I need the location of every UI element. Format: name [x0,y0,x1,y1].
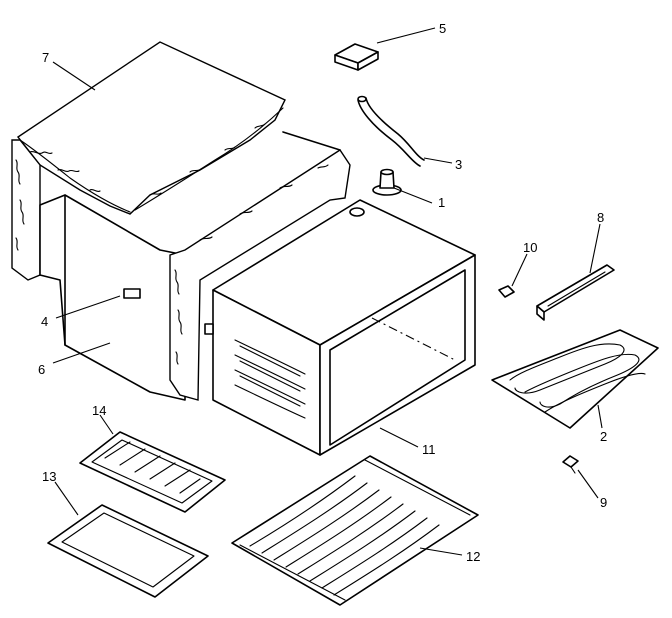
part-2-bake-element [491,329,659,429]
callout-2: 2 [600,429,607,444]
part-8-bracket [536,264,615,321]
callout-9: 9 [600,495,607,510]
callout-4: 4 [41,314,48,329]
leader-lines [52,27,603,556]
callout-14: 14 [92,403,106,418]
part-5-block [334,43,379,71]
callout-8: 8 [597,210,604,225]
callout-3: 3 [455,157,462,172]
callout-6: 6 [38,362,45,377]
part-7-top-insulation [16,41,286,215]
callout-1: 1 [438,195,445,210]
callout-5: 5 [439,21,446,36]
part-12-oven-rack [231,455,479,606]
part-10-clip [498,285,515,298]
part-13-broiler-pan [47,504,209,598]
callout-7: 7 [42,50,49,65]
part-9-clip [562,455,579,474]
callout-13: 13 [42,469,56,484]
callout-labels: 7 5 3 1 8 10 4 6 11 2 9 14 13 12 [38,21,607,564]
part-4-clip [123,288,141,299]
callout-12: 12 [466,549,480,564]
part-11-oven-liner [204,199,476,456]
part-1-grommet [372,168,402,196]
callout-10: 10 [523,240,537,255]
part-14-broiler-insert [79,431,226,513]
part-6-wrap-insulation [11,131,351,401]
part-3-tube [357,95,425,167]
callout-11: 11 [422,442,436,457]
